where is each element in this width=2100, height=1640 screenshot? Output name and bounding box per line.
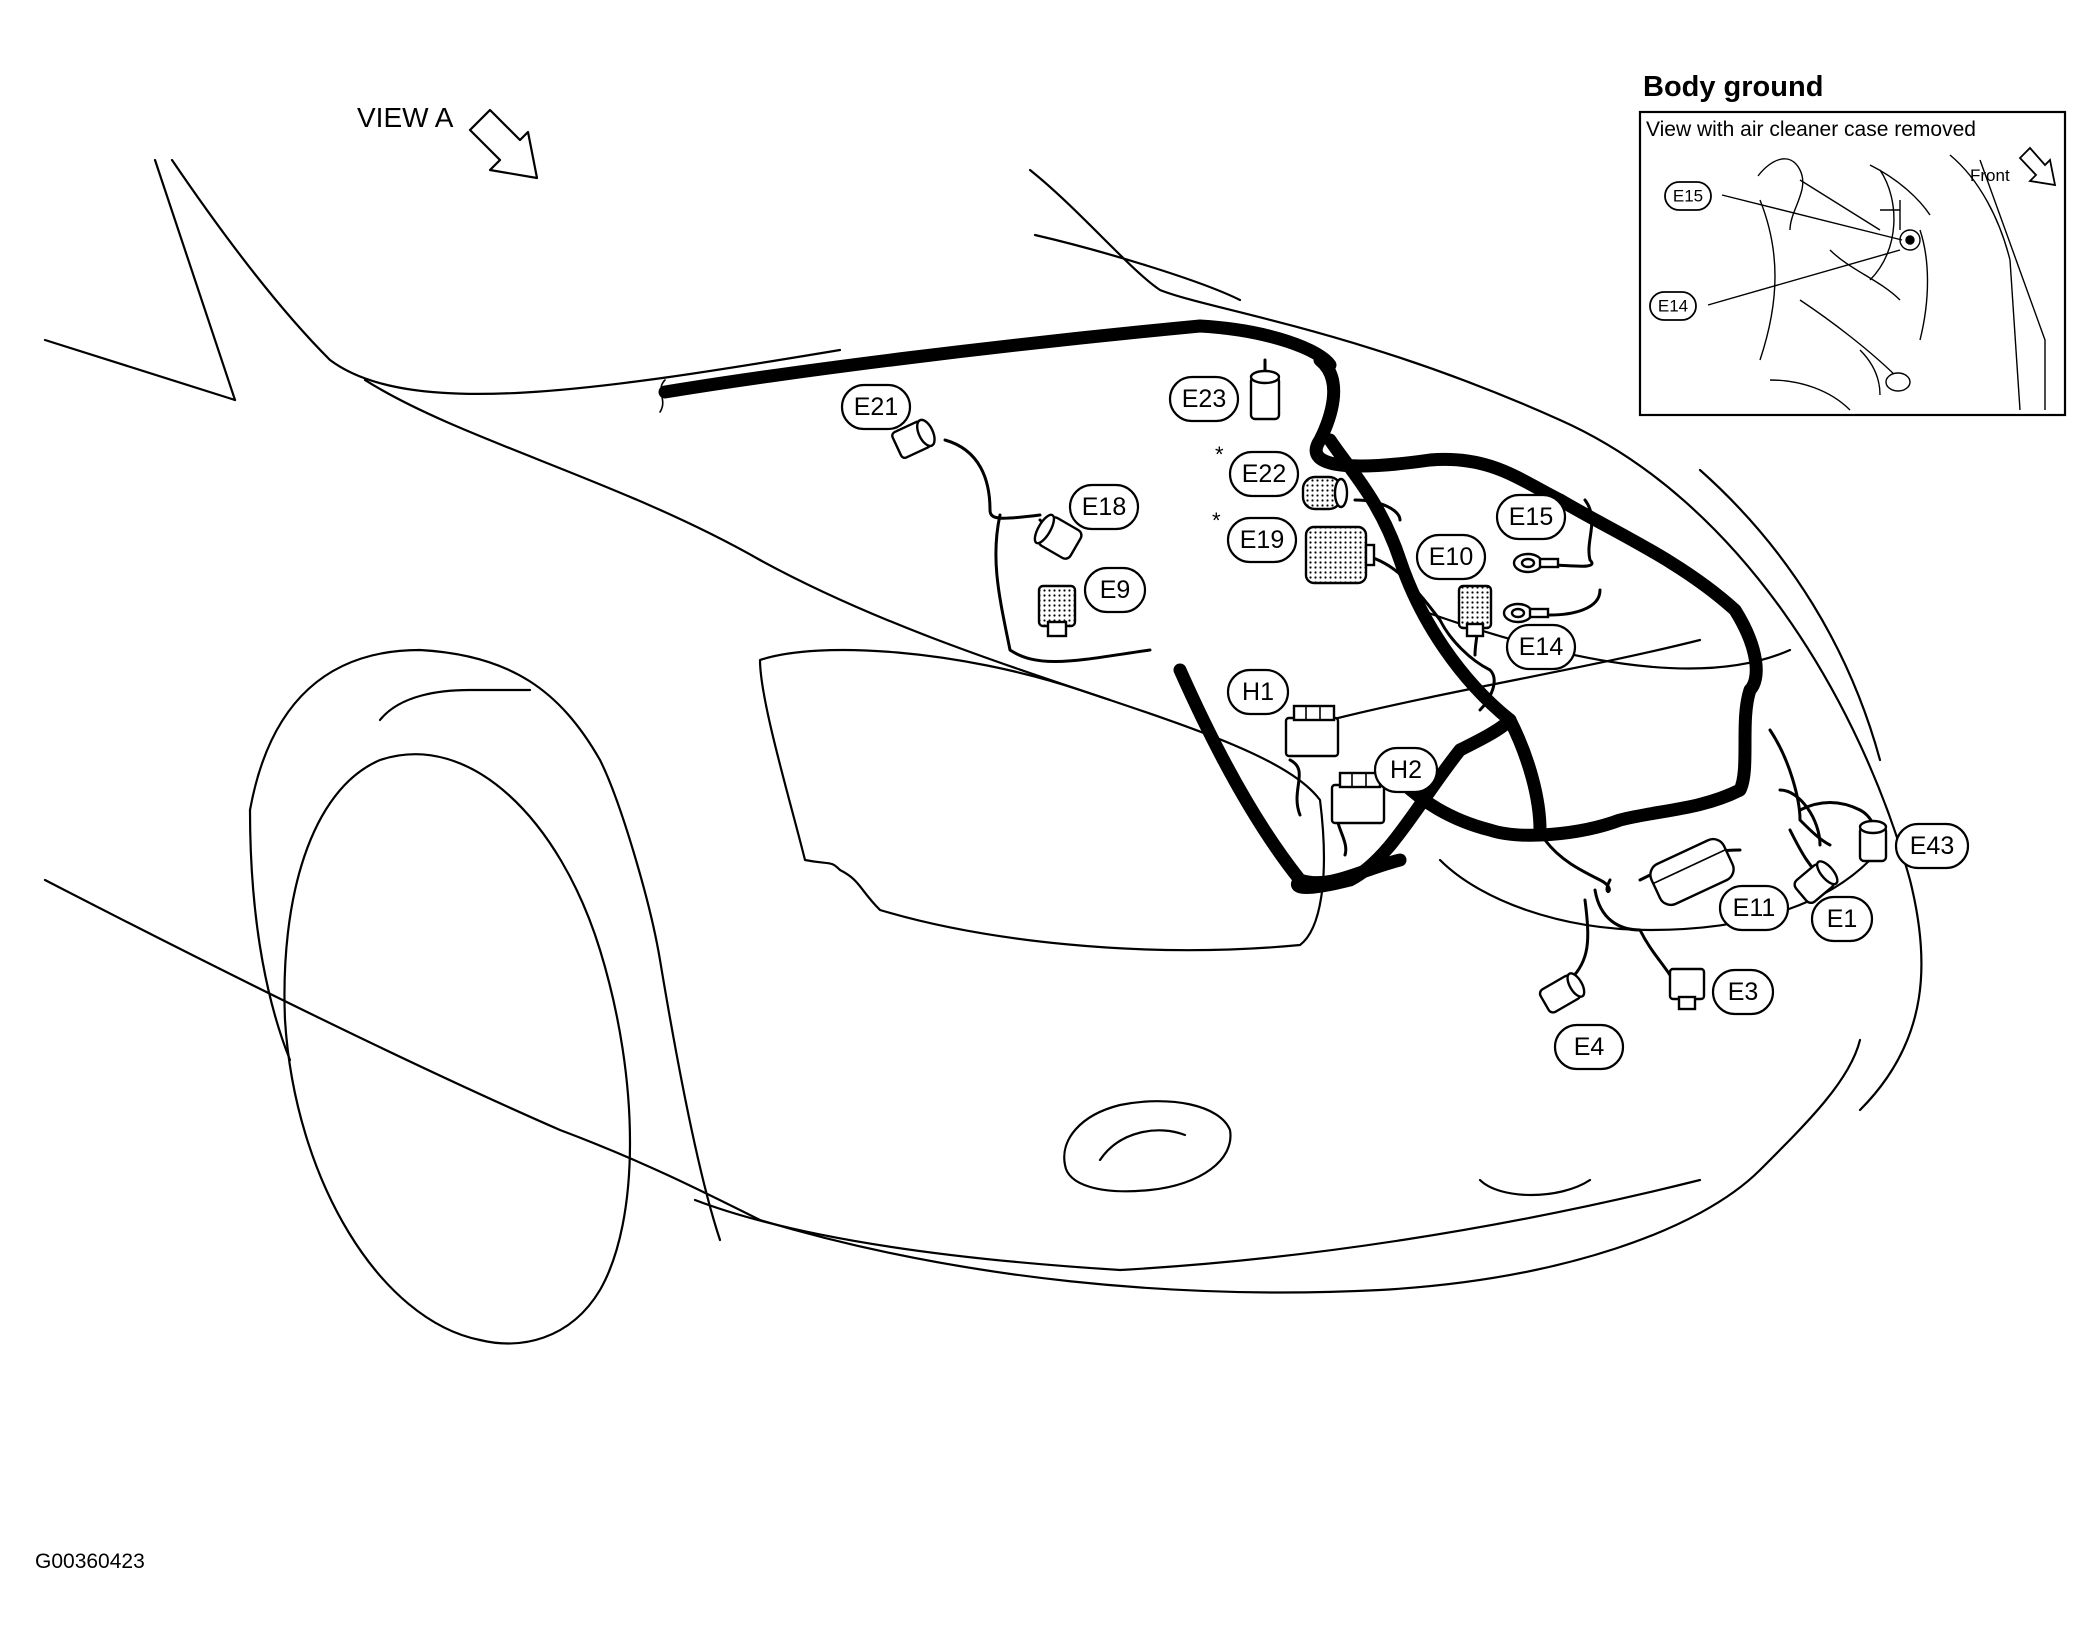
car-body-outline <box>43 158 1923 1345</box>
svg-text:E15: E15 <box>1509 503 1553 531</box>
inset-callout-e15: E15 <box>1664 181 1712 211</box>
callout-e15: E15 <box>1495 493 1567 541</box>
connector-e4 <box>1538 972 1586 1014</box>
callout-e1: E1 <box>1810 895 1874 943</box>
connector-h1 <box>1284 704 1340 758</box>
connector-e19 <box>1304 525 1376 585</box>
inset-subtitle: View with air cleaner case removed <box>1646 118 1976 141</box>
inset-front-label: Front <box>1970 166 2010 185</box>
connector-e1 <box>1793 860 1839 905</box>
callout-e22: E22 <box>1228 450 1300 498</box>
svg-text:E4: E4 <box>1574 1033 1605 1061</box>
view-a-arrow-icon <box>468 108 539 180</box>
harness-end <box>659 379 666 413</box>
callout-e11: E11 <box>1718 884 1790 932</box>
connector-e3 <box>1668 967 1706 1011</box>
main-harness <box>658 319 1763 894</box>
asterisk-e19: * <box>1212 508 1221 533</box>
connectors <box>891 369 1888 1014</box>
svg-text:E10: E10 <box>1429 543 1473 571</box>
svg-text:E14: E14 <box>1658 297 1688 316</box>
callout-e14: E14 <box>1505 623 1577 671</box>
connector-h2 <box>1330 771 1386 825</box>
svg-text:H2: H2 <box>1390 756 1422 784</box>
figure-id: G00360423 <box>35 1550 145 1573</box>
svg-text:H1: H1 <box>1242 678 1274 706</box>
svg-text:E9: E9 <box>1100 576 1131 604</box>
callout-e9: E9 <box>1083 566 1147 614</box>
front-arrow-icon <box>2018 146 2057 187</box>
callout-e3: E3 <box>1711 968 1775 1016</box>
connector-e14 <box>1502 602 1550 624</box>
svg-text:E43: E43 <box>1910 832 1954 860</box>
connector-e15 <box>1512 552 1560 574</box>
connector-e11 <box>1649 837 1735 907</box>
svg-text:E14: E14 <box>1519 633 1564 661</box>
callouts: E21 E23 E22 E19 E18 E9 E10 E15 E14 H1 H2… <box>840 375 1970 1071</box>
callout-e43: E43 <box>1894 822 1970 870</box>
callout-e23: E23 <box>1168 375 1240 423</box>
svg-text:E22: E22 <box>1242 460 1286 488</box>
svg-text:E3: E3 <box>1728 978 1759 1006</box>
connector-e21 <box>891 418 936 460</box>
callout-e4: E4 <box>1553 1023 1625 1071</box>
svg-text:E15: E15 <box>1673 187 1703 206</box>
svg-text:E19: E19 <box>1240 526 1284 554</box>
view-a-label: VIEW A <box>357 102 454 133</box>
callout-e21: E21 <box>840 383 912 431</box>
callout-e19: E19 <box>1226 516 1298 564</box>
callout-e10: E10 <box>1415 533 1487 581</box>
svg-text:E21: E21 <box>854 393 898 421</box>
connector-e22 <box>1301 475 1349 511</box>
body-ground-inset: Body ground View with air cleaner case r… <box>1638 71 2067 417</box>
svg-text:E11: E11 <box>1733 894 1776 922</box>
inset-title: Body ground <box>1643 71 1823 103</box>
svg-text:E18: E18 <box>1082 493 1126 521</box>
svg-text:E1: E1 <box>1827 905 1858 933</box>
view-a-indicator: VIEW A <box>357 102 539 180</box>
callout-h2: H2 <box>1373 746 1439 794</box>
connector-e18 <box>1033 513 1083 560</box>
connector-e43 <box>1858 819 1888 863</box>
connector-e23 <box>1249 369 1281 421</box>
connector-e10 <box>1457 584 1493 638</box>
callout-e18: E18 <box>1068 483 1140 531</box>
inset-callout-e14: E14 <box>1649 291 1697 321</box>
asterisk-e22: * <box>1215 442 1224 467</box>
svg-text:E23: E23 <box>1182 385 1226 413</box>
callout-h1: H1 <box>1226 668 1290 716</box>
connector-e9 <box>1037 584 1077 638</box>
